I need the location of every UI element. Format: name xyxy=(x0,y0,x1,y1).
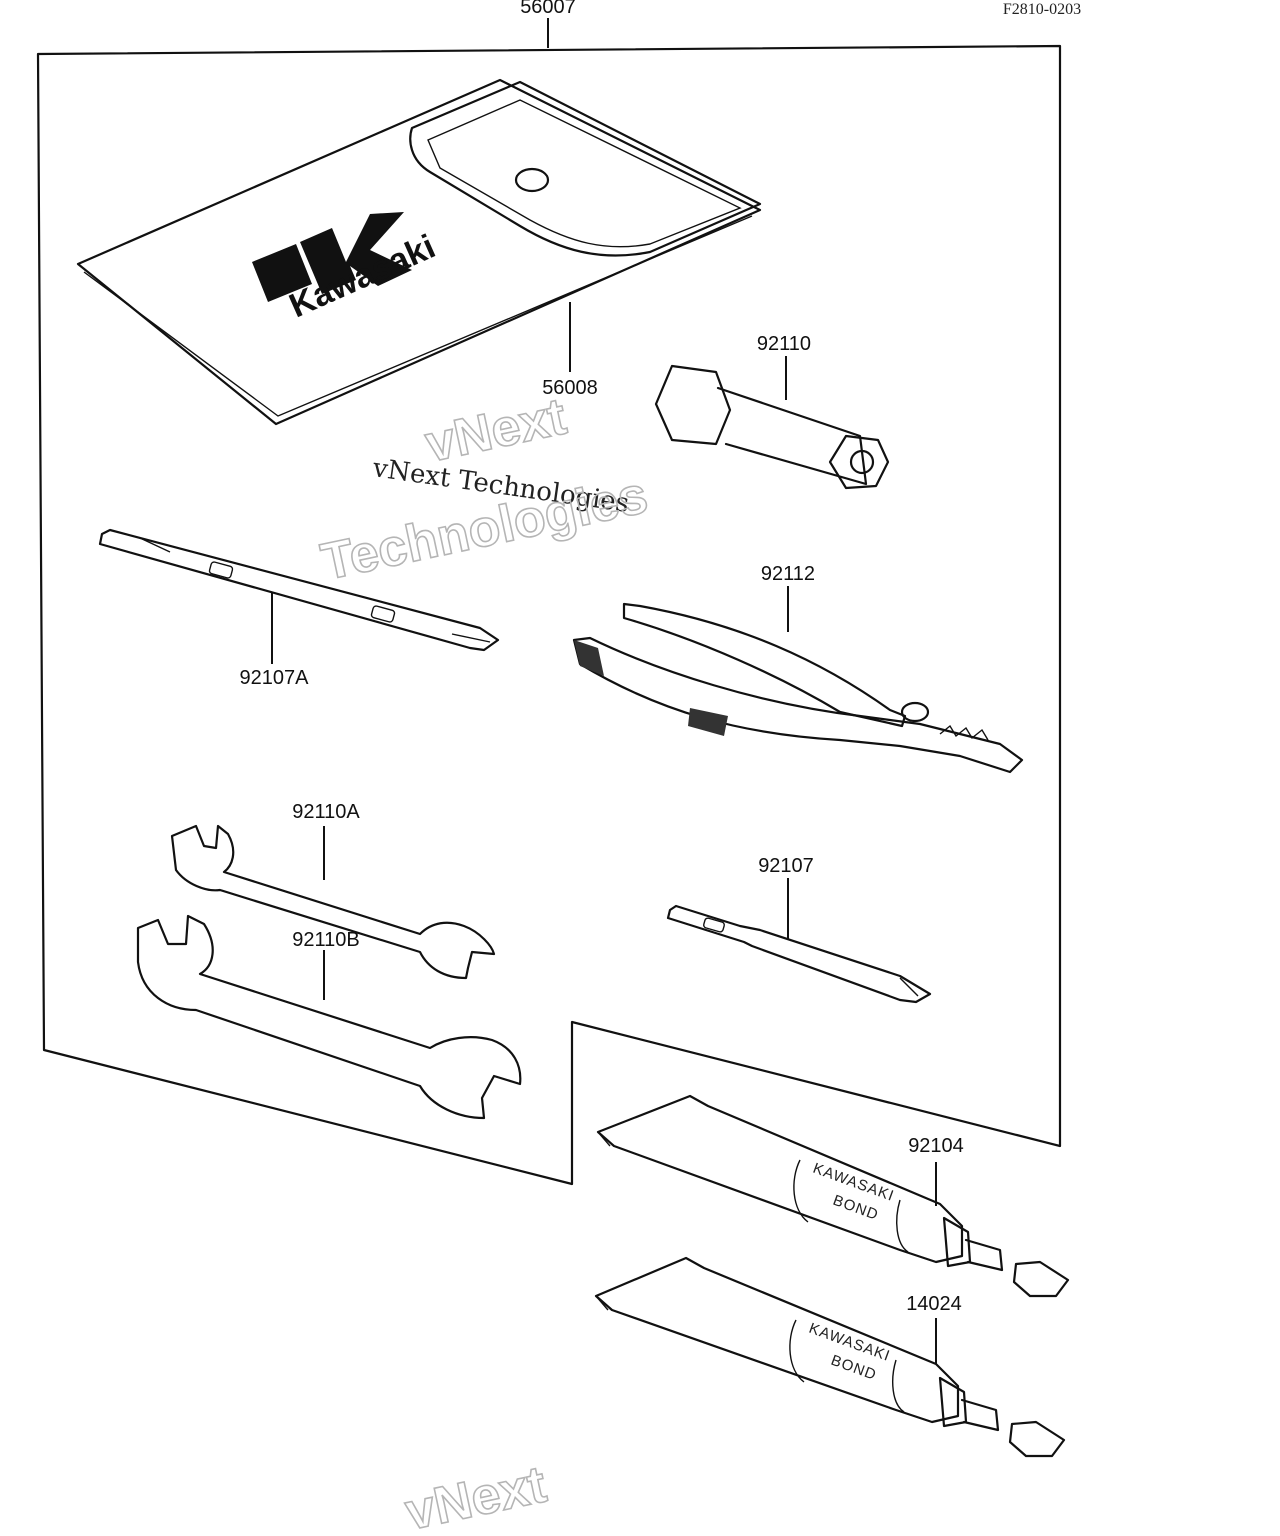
part-label-92107: 92107 xyxy=(758,855,814,877)
part-label-92110B: 92110B xyxy=(292,929,359,951)
hex-socket-tool xyxy=(654,364,890,490)
open-end-wrench-b xyxy=(136,914,522,1120)
watermark-bottom: vNext xyxy=(400,1456,551,1536)
kit-boundary-outline xyxy=(36,44,1062,1186)
open-end-wrench-a xyxy=(170,824,496,980)
part-label-92112: 92112 xyxy=(761,563,815,585)
screwdriver-double-end xyxy=(98,528,500,652)
tube-cap-92104 xyxy=(1012,1260,1070,1298)
part-label-14024: 14024 xyxy=(906,1293,962,1315)
pouch-snap-button xyxy=(514,167,550,193)
pouch-flap xyxy=(409,80,762,257)
kawasaki-logo: Kawasaki xyxy=(252,212,441,325)
part-label-92104: 92104 xyxy=(908,1135,964,1157)
part-label-56008: 56008 xyxy=(542,377,598,399)
part-label-92107A: 92107A xyxy=(240,667,310,689)
watermark-outline-1: vNext xyxy=(420,388,571,474)
tool-pouch: Kawasaki xyxy=(76,78,762,426)
kit-number-label: 56007 xyxy=(520,0,576,18)
pliers-tool xyxy=(572,602,1024,774)
bond-tube-14024: KAWASAKI BOND xyxy=(594,1256,1066,1458)
part-label-92110: 92110 xyxy=(757,333,811,355)
part-label-92110A: 92110A xyxy=(292,801,360,823)
tube-cap-14024 xyxy=(1008,1420,1066,1458)
screwdriver-bit xyxy=(666,904,932,1004)
drawing-code: F2810-0203 xyxy=(1003,1,1081,18)
